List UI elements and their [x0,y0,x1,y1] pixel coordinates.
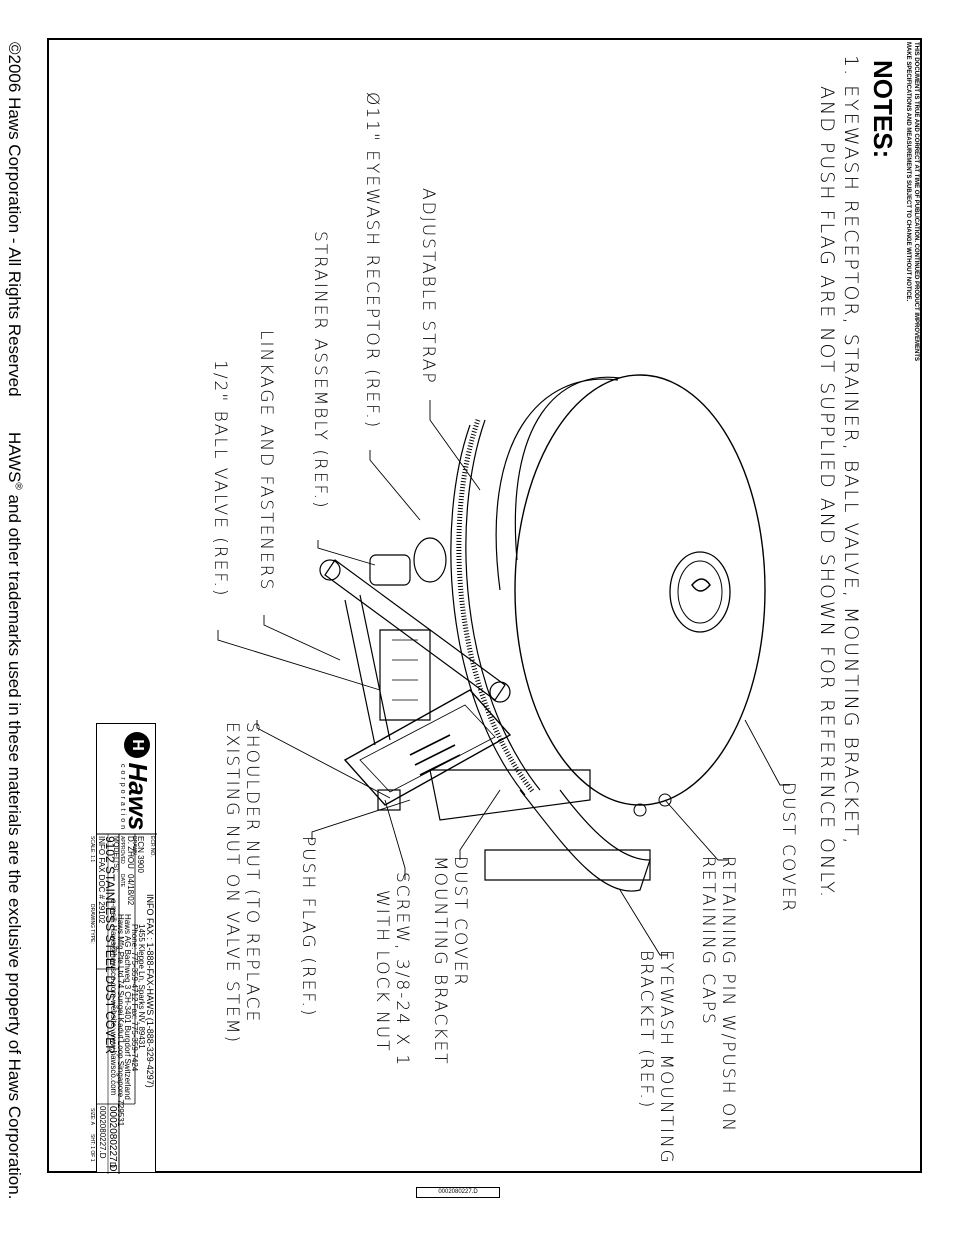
scale: SCALE: 1:1 [89,836,95,863]
haws-logo-emblem [669,551,731,633]
dust-cover-mounting-bracket [429,769,591,821]
brand-name: Haws [123,762,153,831]
approved-label: APPROVED [119,836,125,864]
label-dust-cover-bracket-1: DUST COVER [450,856,470,988]
copyright-text: ©2006 Haws Corporation - All Rights Rese… [5,42,24,397]
label-screw-2: WITH LOCK NUT [372,890,392,1053]
title-block-grid [97,833,157,1174]
revision: D [108,1162,117,1168]
dust-cover-top [514,374,766,806]
leader-receptor [369,450,421,521]
leader-retaining-pin [664,799,728,861]
dust-cover-rim [514,376,621,561]
drawn-date: 04/18/02 [126,874,135,906]
leader-shoulder-nut [256,720,391,799]
drawing-type: DRAWING TYPE: [89,904,95,944]
shoulder-nut [377,789,401,811]
date-label: DATE [119,874,125,887]
label-retaining-pin-1: RETAINING PIN W/PUSH ON [718,856,738,1133]
label-shoulder-nut-1: SHOULDER NUT (TO REPLACE [242,722,262,1024]
label-eyewash-receptor: Ø11" EYEWASH RECEPTOR (REF.) [362,92,382,430]
size: SIZE: A [89,1108,95,1125]
sheet: SHT: 1 OF 1 [89,1134,95,1162]
ball-valve [379,629,431,721]
leader-screw [384,799,406,880]
label-screw-1: SCREW, 3/8-24 X 1 [392,872,412,1068]
leader-ball-valve [217,630,381,691]
title-block: H Haws corporation INFO FAX : 1-888-FAX-… [89,723,157,1174]
label-shoulder-nut-2: EXISTING NUT ON VALVE STEM) [222,722,242,1045]
label-dust-cover: DUST COVER [778,782,798,914]
registered-mark: ® [12,482,24,490]
label-linkage-fasteners: LINKAGE AND FASTENERS [256,330,276,592]
info-fax: INFO FAX : 1-888-FAX-HAWS (1-888-329-429… [145,894,155,1088]
strainer-assembly [369,554,411,586]
leader-strainer [317,540,376,566]
ecn-number: ECN 3900 [136,836,145,873]
drawing-number: 0002080227.D [98,1106,107,1159]
push-flag [343,689,512,806]
label-ball-valve: 1/2" BALL VALVE (REF.) [210,360,230,598]
label-eyewash-bracket-2: BRACKET (REF.) [636,950,656,1110]
label-retaining-pin-2: RETAINING CAPS [698,856,718,1026]
drawing-number-stamp: 0002080227.D [416,1187,500,1198]
info-fax-doc: INFO FAX DOC # 29102 [97,836,106,924]
haws-logo-icon: H [124,732,151,758]
label-adjustable-strap: ADJUSTABLE STRAP [418,188,438,385]
drawing-border [47,38,922,1173]
label-push-flag: PUSH FLAG (REF.) [298,836,318,1018]
label-dust-cover-bracket-2: MOUNTING BRACKET [430,856,450,1066]
haws-logo: H Haws corporation [119,732,153,832]
leader-adjustable-strap [429,400,481,491]
adjustable-strap [450,419,541,796]
drawn-by: D. ZHOU [126,836,135,869]
trademark-text: and other trademarks used in these mater… [5,494,24,1200]
trademark-haws: HAWS [5,432,24,483]
leader-dust-cover [744,719,790,786]
leader-push-flag [311,799,411,840]
leader-linkage [263,615,341,661]
label-eyewash-bracket-1: EYEWASH MOUNTING [656,950,676,1165]
eyewash-mounting-bracket [519,789,651,892]
linkage-arm [324,559,506,701]
leader-eyewash-bracket [619,889,668,956]
ecr-no-label: ECR NO. [149,836,155,857]
label-strainer-assembly: STRAINER ASSEMBLY (REF.) [310,231,330,510]
leader-dust-cover-bracket [459,789,501,860]
copyright-footer: ©2006 Haws Corporation - All Rights Rese… [4,42,24,1199]
